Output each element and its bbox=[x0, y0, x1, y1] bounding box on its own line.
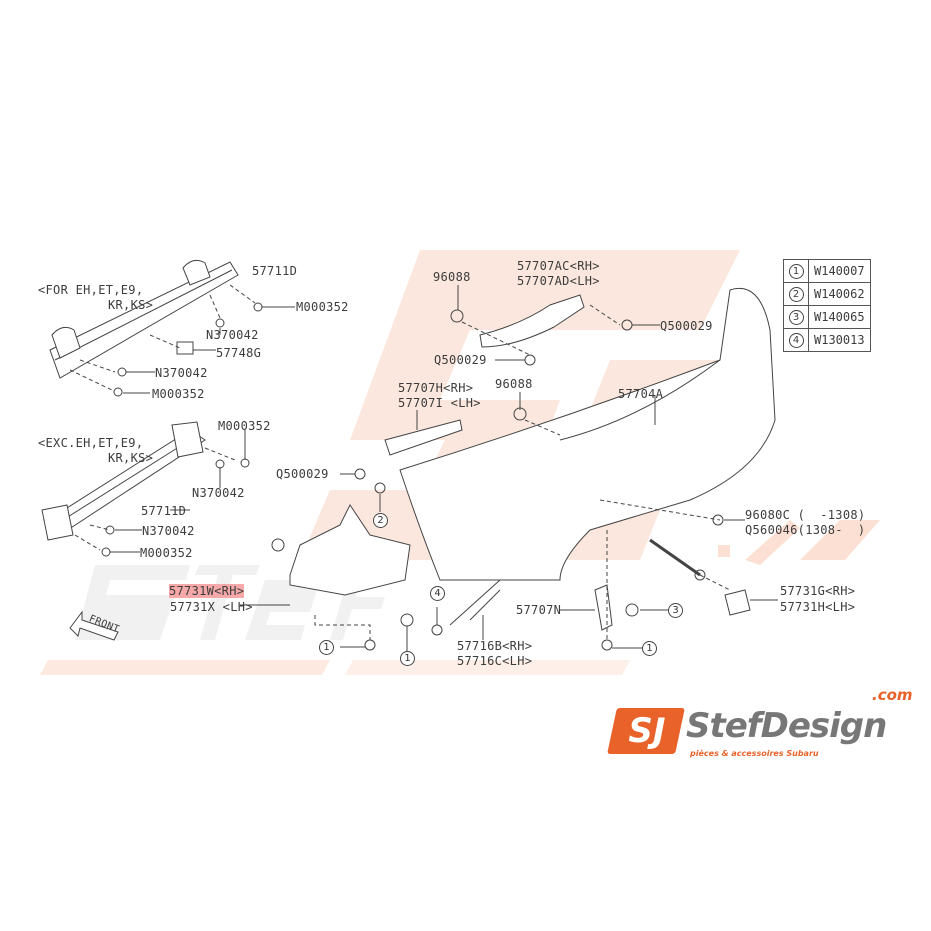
legend-part[interactable]: W140007 bbox=[808, 259, 871, 283]
part-Q500029[interactable]: Q500029 bbox=[276, 467, 329, 481]
legend-num: 2 bbox=[788, 287, 804, 302]
legend-row: 3 W140065 bbox=[783, 305, 871, 329]
part-96088[interactable]: 96088 bbox=[433, 270, 471, 284]
pad-shape bbox=[176, 341, 194, 355]
variant-label-top-2: KR,KS> bbox=[108, 298, 154, 312]
legend-num: 1 bbox=[788, 264, 804, 279]
legend-row: 4 W130013 bbox=[783, 328, 871, 352]
callout-1[interactable]: 1 bbox=[642, 641, 657, 656]
callout-3[interactable]: 3 bbox=[668, 603, 683, 618]
legend-row: 2 W140062 bbox=[783, 282, 871, 306]
part-57707AC[interactable]: 57707AC<RH> bbox=[517, 259, 600, 273]
callout-1[interactable]: 1 bbox=[400, 651, 415, 666]
rear-beam-top bbox=[49, 259, 239, 379]
logo-domain: .com bbox=[872, 686, 913, 704]
logo-brand: StefDesign bbox=[686, 706, 887, 746]
part-N370042[interactable]: N370042 bbox=[192, 486, 245, 500]
part-57731H[interactable]: 57731H<LH> bbox=[780, 600, 856, 614]
part-Q500029[interactable]: Q500029 bbox=[660, 319, 713, 333]
part-57711D-bottom[interactable]: 57711D bbox=[141, 504, 187, 518]
front-arrow-icon bbox=[69, 610, 119, 641]
variant-label-bottom-2: KR,KS> bbox=[108, 451, 154, 465]
part-M000352[interactable]: M000352 bbox=[296, 300, 349, 314]
part-57716C[interactable]: 57716C<LH> bbox=[457, 654, 533, 668]
part-57748G[interactable]: 57748G bbox=[216, 346, 262, 360]
part-M000352[interactable]: M000352 bbox=[218, 419, 271, 433]
part-57711D-top[interactable]: 57711D bbox=[252, 264, 298, 278]
part-57707AD[interactable]: 57707AD<LH> bbox=[517, 274, 600, 288]
part-Q500029[interactable]: Q500029 bbox=[434, 353, 487, 367]
legend-num: 3 bbox=[788, 310, 804, 325]
part-M000352[interactable]: M000352 bbox=[152, 387, 205, 401]
side-bracket-shape bbox=[384, 419, 463, 456]
part-N370042[interactable]: N370042 bbox=[206, 328, 259, 342]
callout-1[interactable]: 1 bbox=[319, 640, 334, 655]
legend-part[interactable]: W140065 bbox=[808, 305, 871, 329]
part-57731G[interactable]: 57731G<RH> bbox=[780, 584, 856, 598]
variant-label-bottom: <EXC.EH,ET,E9, bbox=[38, 436, 144, 450]
splash-guard-shape bbox=[289, 504, 411, 596]
callout-2[interactable]: 2 bbox=[373, 513, 388, 528]
watermark-brand-lettering bbox=[75, 565, 395, 640]
part-N370042[interactable]: N370042 bbox=[142, 524, 195, 538]
part-96088[interactable]: 96088 bbox=[495, 377, 533, 391]
rear-beam-bottom bbox=[41, 421, 206, 541]
part-57707H[interactable]: 57707H<RH> bbox=[398, 381, 474, 395]
bumper-face-shape bbox=[399, 288, 776, 581]
part-N370042[interactable]: N370042 bbox=[155, 366, 208, 380]
legend-part[interactable]: W140062 bbox=[808, 282, 871, 306]
legend-num: 4 bbox=[788, 333, 804, 348]
part-Q560046[interactable]: Q560046(1308- ) bbox=[745, 523, 866, 537]
callout-4[interactable]: 4 bbox=[430, 586, 445, 601]
fastener-legend-table: 1 W140007 2 W140062 3 W140065 4 W130013 bbox=[783, 259, 871, 352]
logo-tagline: pièces & accessoires Subaru bbox=[690, 749, 819, 758]
part-57707I[interactable]: 57707I <LH> bbox=[398, 396, 481, 410]
part-57731X[interactable]: 57731X <LH> bbox=[170, 600, 253, 614]
part-57707N[interactable]: 57707N bbox=[516, 603, 562, 617]
part-57731W-highlighted[interactable]: 57731W<RH> bbox=[169, 584, 245, 598]
part-57716B[interactable]: 57716B<RH> bbox=[457, 639, 533, 653]
legend-row: 1 W140007 bbox=[783, 259, 871, 283]
logo-mark: SJ bbox=[628, 711, 666, 751]
watermark-domain-lettering bbox=[718, 520, 880, 565]
part-96080C[interactable]: 96080C ( -1308) bbox=[745, 508, 866, 522]
legend-part[interactable]: W130013 bbox=[808, 328, 871, 352]
variant-label-top: <FOR EH,ET,E9, bbox=[38, 283, 144, 297]
part-M000352[interactable]: M000352 bbox=[140, 546, 193, 560]
part-57704A[interactable]: 57704A bbox=[618, 387, 664, 401]
watermark-tagline-lettering bbox=[40, 660, 630, 675]
